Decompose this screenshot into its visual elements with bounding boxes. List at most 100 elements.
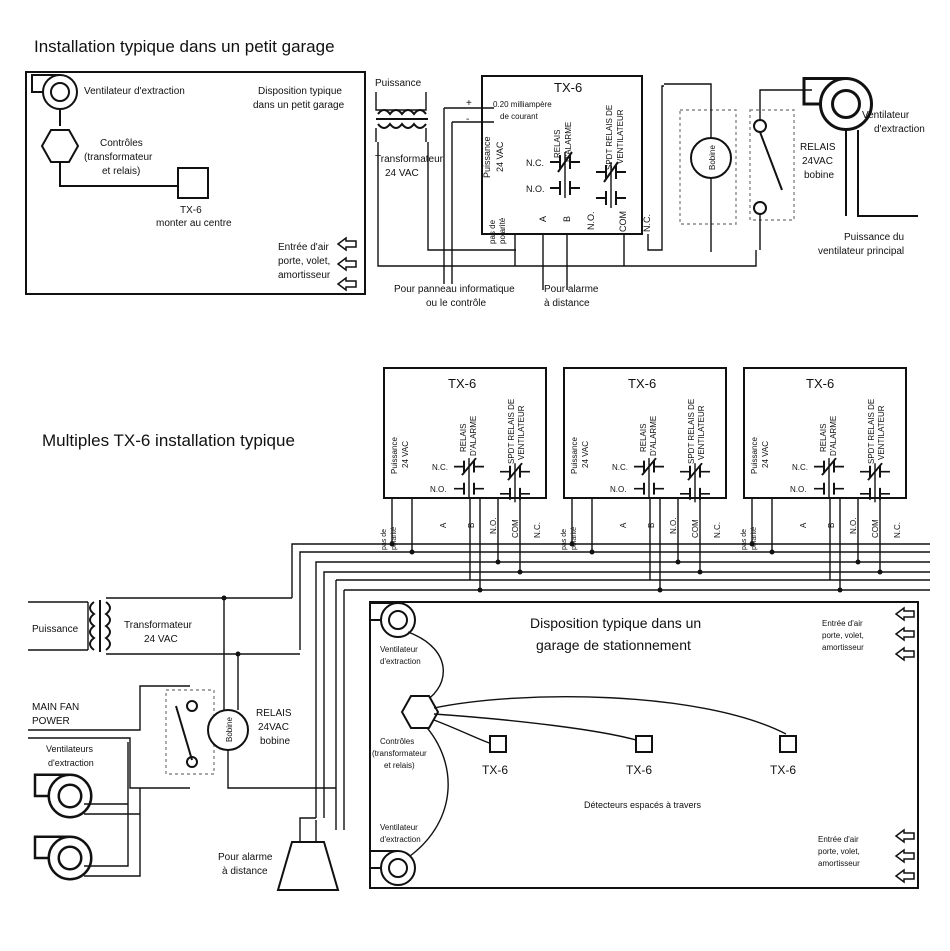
air-inlet-label-3: amortisseur xyxy=(278,270,331,281)
unit2-terminal-com: COM xyxy=(691,519,700,538)
tx6-detector-icon xyxy=(177,167,209,199)
terminal-no: N.O. xyxy=(586,211,596,230)
unit-spdt-relay-2: VENTILATEUR xyxy=(877,405,886,460)
unit3-terminal-b: B xyxy=(827,523,836,528)
unit-alarm-relay-2: D'ALARME xyxy=(649,416,658,456)
unit3-terminal-no: N.O. xyxy=(849,518,858,534)
remote-alarm-label-1: Pour alarme xyxy=(544,284,599,295)
layout-title-line1: Disposition typique xyxy=(258,86,342,97)
unit3-terminal-a: A xyxy=(799,522,808,528)
transformer-label-2: 24 VAC xyxy=(385,168,419,179)
main-fan-power-1: MAIN FAN xyxy=(32,702,79,713)
unit1-terminal-no: N.O. xyxy=(489,518,498,534)
bottom-title: Multiples TX-6 installation typique xyxy=(42,431,295,450)
bottom-exhaust-fan-icon xyxy=(33,835,93,881)
unit-title: TX-6 xyxy=(806,376,834,391)
plus-sign: + xyxy=(466,98,472,109)
garage-detector-caption: Détecteurs espacés à travers xyxy=(584,800,702,810)
terminal-b: B xyxy=(562,216,572,222)
tx6-unit-2: TX-6 Puissance 24 VAC RELAIS D'ALARME SP… xyxy=(563,367,727,504)
bottom-exhaust-fans-label-2: d'extraction xyxy=(48,758,94,768)
info-panel-label-2: ou le contrôle xyxy=(426,298,486,309)
unit-spdt-relay-2: VENTILATEUR xyxy=(697,405,706,460)
unit3-terminal-nc: N.C. xyxy=(893,522,902,538)
layout-exhaust-fan-label: Ventilateur d'extraction xyxy=(84,86,185,97)
alarm-relay-label-2: D'ALARME xyxy=(564,122,573,162)
tx6-power-label-2: 24 VAC xyxy=(495,141,505,172)
unit-power-label-2: 24 VAC xyxy=(761,441,770,468)
unit-spdt-relay-1: SPDT RELAIS DE xyxy=(867,399,876,464)
unit-power-label-1: Puissance xyxy=(390,437,399,474)
garage-title-1: Disposition typique dans un xyxy=(530,615,701,631)
unit2-terminal-nopol-1: pas de xyxy=(561,529,568,550)
tx6-mount-label: monter au centre xyxy=(156,218,232,229)
alarm-relay-label-1: RELAIS xyxy=(553,130,562,158)
controls-hex-icon xyxy=(41,129,79,163)
garage-inlet-bottom-2: porte, volet, xyxy=(818,847,860,856)
unit-power-label-2: 24 VAC xyxy=(401,441,410,468)
buzzer-label: Bobine xyxy=(708,145,717,170)
bottom-buzzer-label: Bobine xyxy=(225,717,234,742)
controls-label-2: (transformateur xyxy=(84,152,153,163)
unit2-terminal-b: B xyxy=(647,523,656,528)
nc-label: N.C. xyxy=(526,158,544,168)
tx6-power-label-1: Puissance xyxy=(482,136,492,178)
terminal-a: A xyxy=(538,216,548,222)
terminal-nc: N.C. xyxy=(642,214,652,232)
air-inlet-label-1: Entrée d'air xyxy=(278,242,329,253)
layout-title-line2: dans un petit garage xyxy=(253,100,345,111)
garage-detector-label-2: TX-6 xyxy=(626,763,652,777)
remote-alarm-label-2: à distance xyxy=(544,298,590,309)
unit2-terminal-nopol-2: polarité xyxy=(571,527,578,550)
unit1-terminal-nopol-1: pas de xyxy=(381,529,388,550)
unit-title: TX-6 xyxy=(628,376,656,391)
unit-power-label-1: Puissance xyxy=(570,437,579,474)
relay-label-3: bobine xyxy=(804,170,834,181)
controls-label-3: et relais) xyxy=(102,166,140,177)
garage-detector-label-3: TX-6 xyxy=(770,763,796,777)
tx6-unit-box xyxy=(481,75,643,235)
bottom-exhaust-fan-icon xyxy=(33,773,93,819)
air-inlet-label-2: porte, volet, xyxy=(278,256,330,267)
bottom-power-label: Puissance xyxy=(32,624,79,635)
garage-controls-label-1: Contrôles xyxy=(380,737,414,746)
transformer-label-1: Transformateur xyxy=(375,154,444,165)
current-label-2: de courant xyxy=(500,112,539,121)
current-label-1: 0.20 milliampère xyxy=(493,100,552,109)
tx6-label: TX-6 xyxy=(180,205,202,216)
spdt-relay-label-2: VENTILATEUR xyxy=(616,109,625,164)
tx6-unit-3: TX-6 Puissance 24 VAC RELAIS D'ALARME SP… xyxy=(743,367,907,504)
unit-alarm-relay-1: RELAIS xyxy=(819,424,828,452)
relay-label-1: RELAIS xyxy=(800,142,836,153)
terminal-com: COM xyxy=(618,211,628,232)
bottom-exhaust-fans-label-1: Ventilateurs xyxy=(46,744,94,754)
tx6-unit-title: TX-6 xyxy=(554,80,582,95)
unit3-terminal-com: COM xyxy=(871,519,880,538)
exhaust-fan-right-icon xyxy=(802,77,873,131)
right-fan-label-2: d'extraction xyxy=(874,124,925,135)
garage-inlet-top-3: amortisseur xyxy=(822,643,864,652)
garage-detector-icon xyxy=(489,735,507,753)
garage-inlet-bottom-3: amortisseur xyxy=(818,859,860,868)
unit-no-label: N.O. xyxy=(610,485,626,494)
bottom-remote-alarm-2: à distance xyxy=(222,866,268,877)
garage-inlet-top-1: Entrée d'air xyxy=(822,619,863,628)
unit-power-label-1: Puissance xyxy=(750,437,759,474)
info-panel-label-1: Pour panneau informatique xyxy=(394,284,515,295)
garage-inlet-top-2: porte, volet, xyxy=(822,631,864,640)
unit1-terminal-nc: N.C. xyxy=(533,522,542,538)
unit-alarm-relay-1: RELAIS xyxy=(459,424,468,452)
terminal-no-polarity-1: pas de xyxy=(488,219,497,244)
alarm-horn-icon xyxy=(276,841,340,891)
garage-title-2: garage de stationnement xyxy=(536,637,691,653)
unit1-terminal-a: A xyxy=(439,522,448,528)
garage-detector-icon xyxy=(635,735,653,753)
unit-spdt-relay-1: SPDT RELAIS DE xyxy=(507,399,516,464)
garage-fan-bottom-label-2: d'extraction xyxy=(380,835,421,844)
bottom-transformer-label-2: 24 VAC xyxy=(144,634,178,645)
minus-sign: - xyxy=(466,114,469,125)
bottom-relay-label-2: 24VAC xyxy=(258,722,289,733)
unit-nc-label: N.C. xyxy=(792,463,808,472)
spdt-relay-label-1: SPDT RELAIS DE xyxy=(605,105,614,170)
unit-spdt-relay-1: SPDT RELAIS DE xyxy=(687,399,696,464)
